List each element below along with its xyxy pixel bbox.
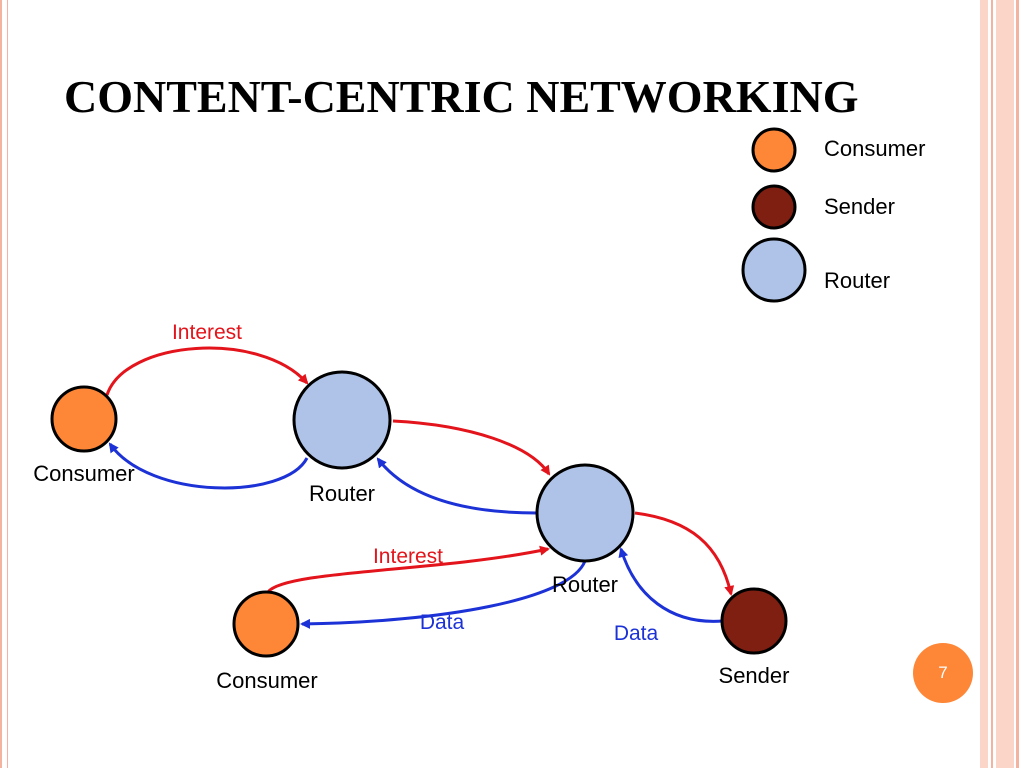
interest-arrow-consumer2-router2: [266, 545, 550, 594]
data-arrow-router1-consumer1: [108, 442, 309, 490]
sender-label: Sender: [718, 663, 790, 688]
interest-arrow-router1-router2: [392, 419, 551, 476]
legend-sender-marker: [751, 184, 797, 230]
data-arrow-router2-consumer2: [300, 560, 587, 629]
router-node-1: [292, 370, 392, 470]
consumer-1-label: Consumer: [33, 461, 135, 486]
legend-router-marker: [741, 237, 807, 303]
legend-sender-label: Sender: [824, 194, 895, 219]
consumer-node-2: [232, 590, 300, 658]
data-arrow-sender-router2: [618, 547, 724, 623]
router-node-2: [535, 463, 635, 563]
interest-label-2: Interest: [372, 545, 444, 568]
consumer-node-1: [50, 385, 118, 453]
slide-right-line-outer: [1016, 0, 1019, 768]
slide-title: CONTENT-CENTRIC NETWORKING: [64, 71, 859, 122]
slide-right-band-outer: [996, 0, 1014, 768]
sender-node: [720, 587, 788, 655]
slide-right-band: [980, 0, 988, 768]
slide-right-line: [991, 0, 993, 768]
router-1-label: Router: [308, 481, 376, 506]
page-number-badge: 7: [913, 643, 973, 703]
interest-arrow-router2-sender: [634, 511, 735, 596]
legend-consumer-marker: [751, 127, 797, 173]
slide-left-border: [0, 0, 8, 768]
router-2-label: Router: [551, 572, 619, 597]
data-label-1: Data: [419, 611, 465, 634]
data-label-2: Data: [613, 622, 659, 645]
legend-router-label: Router: [824, 268, 891, 293]
data-arrow-router2-router1: [376, 457, 538, 515]
legend-consumer-label: Consumer: [824, 136, 926, 161]
interest-arrow-consumer1-router1: [105, 346, 309, 396]
consumer-2-label: Consumer: [216, 668, 318, 693]
interest-label-1: Interest: [171, 321, 243, 344]
